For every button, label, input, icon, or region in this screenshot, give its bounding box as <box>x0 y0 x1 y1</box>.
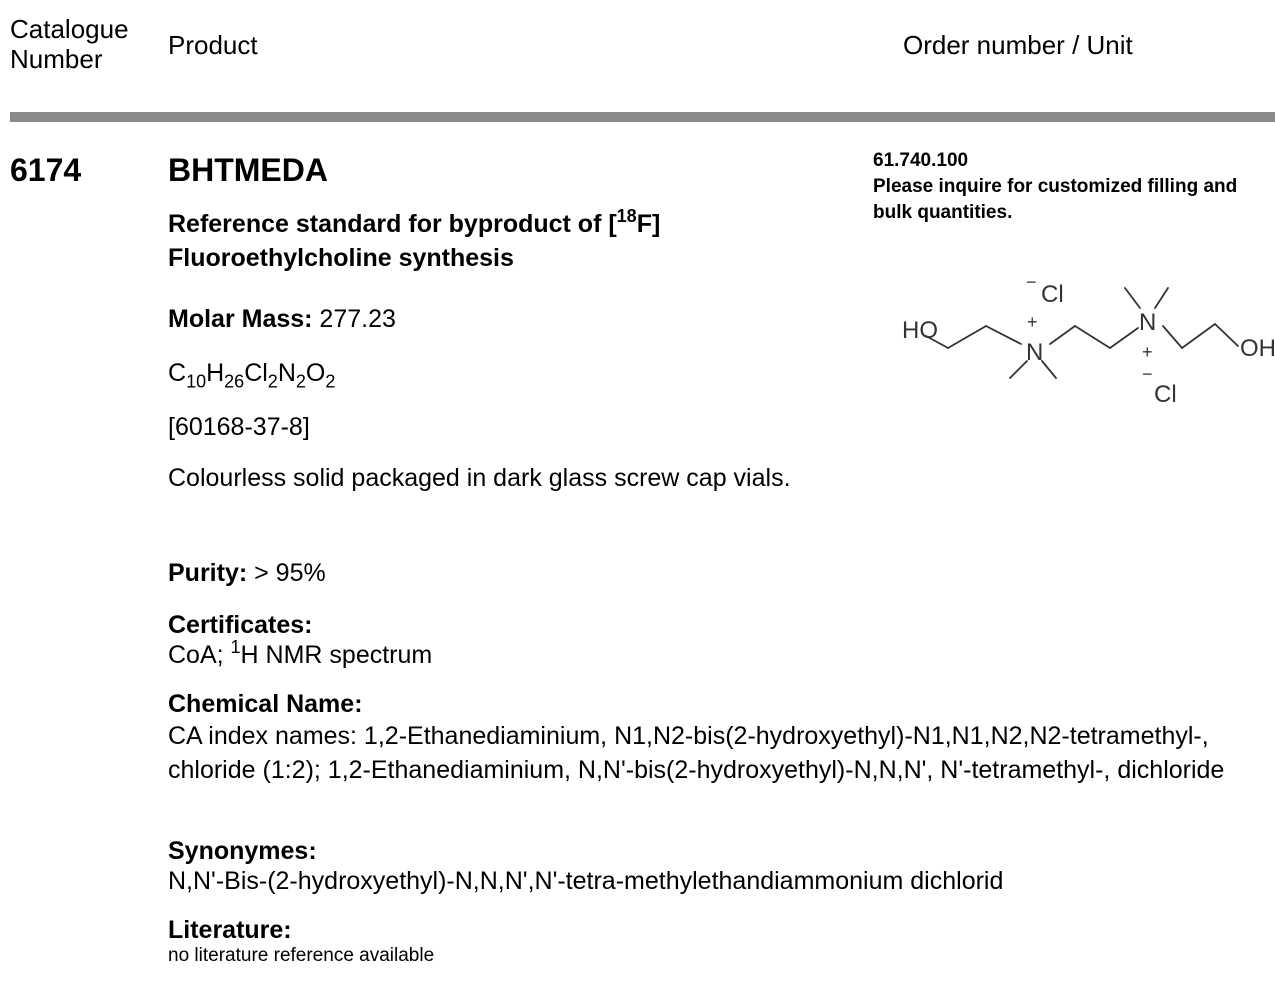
formula-n-count: 2 <box>295 371 306 392</box>
product-name: BHTMEDA <box>168 152 328 188</box>
structure-cl2: Cl <box>1154 381 1177 408</box>
formula-h-count: 26 <box>224 371 245 392</box>
chemical-name-label: Chemical Name: <box>168 690 363 718</box>
chemical-structure: HO OH N N Cl Cl + + − − <box>902 272 1275 408</box>
purity: Purity: > 95% <box>168 558 326 588</box>
molar-mass-value: 277.23 <box>312 305 396 333</box>
formula-cl: Cl <box>244 359 268 387</box>
synonymes-value: N,N'-Bis-(2-hydroxyethyl)-N,N,N',N'-tetr… <box>168 867 1004 895</box>
order-number: 61.740.100 <box>873 150 969 171</box>
structure-n1: N <box>1026 339 1043 366</box>
formula-c: C <box>168 359 187 387</box>
structure-minus1: − <box>1026 272 1037 292</box>
header-product: Product <box>168 30 258 60</box>
header-order-unit: Order number / Unit <box>903 30 1133 60</box>
chemical-name-value: CA index names: 1,2-Ethanediaminium, N1,… <box>168 722 1225 784</box>
product-description: Colourless solid packaged in dark glass … <box>168 464 791 492</box>
synonymes-label: Synonymes: <box>168 837 317 865</box>
certificates-label: Certificates: <box>168 611 313 639</box>
molecular-formula: C10H26Cl2N2O2 <box>168 358 336 392</box>
literature-value: no literature reference available <box>168 945 435 966</box>
formula-h: H <box>206 359 225 387</box>
cas-number: [60168-37-8] <box>168 413 310 441</box>
formula-cl-count: 2 <box>267 371 278 392</box>
structure-plus2: + <box>1142 342 1153 362</box>
certificates-pre: CoA; <box>168 641 231 669</box>
structure-oh: OH <box>1240 335 1275 362</box>
order-note: Please inquire for customized filling an… <box>873 176 1238 223</box>
molar-mass: Molar Mass: 277.23 <box>168 304 396 334</box>
certificates-post: H NMR spectrum <box>240 641 433 669</box>
reference-pre: Reference standard for byproduct of [ <box>168 210 617 238</box>
formula-o-count: 2 <box>325 371 336 392</box>
header-divider <box>10 112 1275 122</box>
reference-post: F] Fluoroethylcholine synthesis <box>168 210 661 272</box>
structure-cl1: Cl <box>1041 281 1064 308</box>
formula-o: O <box>305 359 326 387</box>
purity-value: > 95% <box>247 559 326 587</box>
certificates-sup: 1 <box>230 637 241 658</box>
reference-sup: 18 <box>616 206 637 227</box>
reference-standard-text: Reference standard for byproduct of [18F… <box>168 207 848 275</box>
structure-ho: HO <box>902 317 938 344</box>
catalogue-number: 6174 <box>10 152 82 188</box>
certificates-value: CoA; 1H NMR spectrum <box>168 637 433 670</box>
structure-minus2: − <box>1142 364 1153 384</box>
purity-label: Purity: <box>168 559 248 587</box>
header-catalogue-number: Catalogue Number <box>10 14 129 74</box>
formula-n: N <box>277 359 296 387</box>
literature-label: Literature: <box>168 916 292 944</box>
order-info: 61.740.100 Please inquire for customized… <box>873 148 1273 226</box>
structure-plus1: + <box>1027 312 1038 332</box>
molar-mass-label: Molar Mass: <box>168 305 313 333</box>
structure-n2: N <box>1139 309 1156 336</box>
formula-c-count: 10 <box>186 371 207 392</box>
